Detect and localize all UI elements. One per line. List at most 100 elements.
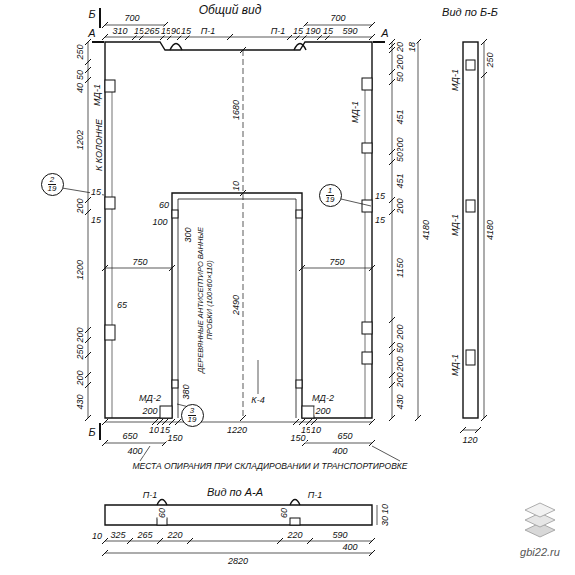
drawing-text: 50	[396, 71, 405, 83]
drawing-text: 200	[76, 197, 85, 214]
drawing-text: 1220	[226, 426, 248, 435]
drawing-text: 15	[374, 216, 386, 225]
drawing-text: 18	[408, 41, 417, 53]
drawing-text: 10	[91, 532, 103, 541]
drawing-line	[460, 427, 466, 433]
drawing-text: 1150	[396, 257, 405, 278]
drawing-text: 200	[141, 407, 158, 416]
drawing-text: Б	[87, 8, 96, 20]
drawing-text: МД-1	[451, 213, 460, 237]
drawing-text: 60	[158, 201, 170, 210]
drawing-line	[152, 419, 158, 425]
drawing-text: А	[380, 27, 389, 39]
drawing-line	[389, 415, 395, 421]
drawing-text: 60	[280, 507, 289, 519]
drawing-text: П-1	[200, 27, 217, 36]
drawing-line	[85, 352, 91, 358]
drawing-text: 200	[396, 355, 405, 372]
drawing-text: 30	[381, 515, 390, 527]
drawing-line	[389, 372, 395, 378]
drawing-line	[102, 22, 108, 28]
drawing-line	[169, 419, 175, 425]
drawing-line	[85, 67, 91, 73]
drawing-line	[389, 159, 395, 165]
drawing-line	[157, 538, 163, 544]
drawing-text: 50	[396, 342, 405, 354]
drawing-line	[389, 79, 395, 85]
drawing-text: 400	[341, 543, 358, 552]
drawing-text: 40	[76, 82, 85, 94]
drawing-line	[105, 443, 372, 444]
drawing-line	[85, 337, 91, 343]
drawing-text: К-4	[250, 396, 265, 405]
drawing-text: 15	[322, 27, 334, 36]
drawing-line	[307, 538, 313, 544]
callout-number: 19	[46, 185, 59, 193]
drawing-text: МД-2	[138, 394, 162, 403]
drawing-line	[341, 199, 371, 206]
drawing-text: 430	[396, 393, 405, 410]
drawing-line	[389, 69, 395, 75]
drawing-line	[369, 538, 375, 544]
drawing-text: 15	[90, 188, 102, 197]
drawing-line	[466, 350, 475, 365]
drawing-line	[227, 34, 233, 40]
callout-circle: 119	[319, 184, 342, 207]
drawing-line	[178, 199, 296, 418]
drawing-text: 400	[126, 447, 143, 456]
drawing-text: 10	[310, 426, 322, 435]
drawing-line	[105, 422, 372, 423]
drawing-line	[484, 42, 485, 418]
drawing-line	[157, 500, 300, 506]
drawing-line	[102, 34, 108, 40]
drawing-line	[105, 37, 372, 38]
drawing-text: 1200	[76, 259, 85, 281]
drawing-line	[187, 538, 193, 544]
drawing-line	[127, 538, 133, 544]
drawing-line	[105, 197, 115, 209]
drawing-line	[389, 209, 395, 215]
drawing-text: 200	[314, 407, 331, 416]
drawing-text: 451	[396, 172, 405, 189]
drawing-text: 430	[76, 393, 85, 410]
watermark: gbi22.ru	[519, 546, 561, 558]
drawing-text: 15	[374, 192, 386, 201]
drawing-text: 15	[292, 27, 304, 36]
drawing-line	[481, 415, 487, 421]
drawing-line	[170, 44, 306, 51]
drawing-line	[160, 406, 172, 418]
drawing-text: 250	[76, 43, 85, 60]
drawing-text: 150	[289, 434, 306, 443]
callout-number: 2	[48, 176, 56, 185]
callout-number: 1	[326, 187, 334, 196]
drawing-line	[105, 325, 115, 340]
drawing-text: 220	[166, 531, 183, 540]
drawing-text: 265	[143, 27, 160, 36]
drawing-text: 400	[331, 447, 348, 456]
drawing-line	[306, 419, 312, 425]
drawing-line	[311, 419, 317, 425]
drawing-line	[169, 265, 175, 271]
drawing-text: МЕСТА ОПИРАНИЯ ПРИ СКЛАДИРОВАНИИ И ТРАНС…	[132, 462, 409, 472]
drawing-text: 200	[396, 371, 405, 388]
drawing-line	[389, 197, 395, 203]
drawing-line	[362, 322, 372, 334]
drawing-line	[88, 42, 89, 418]
drawing-line	[258, 360, 259, 394]
drawing-text: 200	[76, 326, 85, 343]
drawing-text: 1680	[232, 99, 241, 121]
drawing-line	[240, 190, 246, 196]
drawing-line	[105, 60, 475, 525]
drawing-text: 120	[461, 436, 478, 445]
drawing-line	[389, 149, 395, 155]
drawing-line	[369, 550, 375, 556]
drawing-line	[105, 80, 115, 92]
drawing-text: 650	[336, 432, 353, 441]
drawing-line	[140, 446, 400, 461]
drawing-line	[362, 143, 372, 153]
drawing-line	[525, 503, 555, 537]
drawing-line	[362, 78, 372, 90]
drawing-line	[293, 419, 299, 425]
drawing-line	[296, 210, 302, 218]
drawing-text: 380	[182, 383, 191, 400]
